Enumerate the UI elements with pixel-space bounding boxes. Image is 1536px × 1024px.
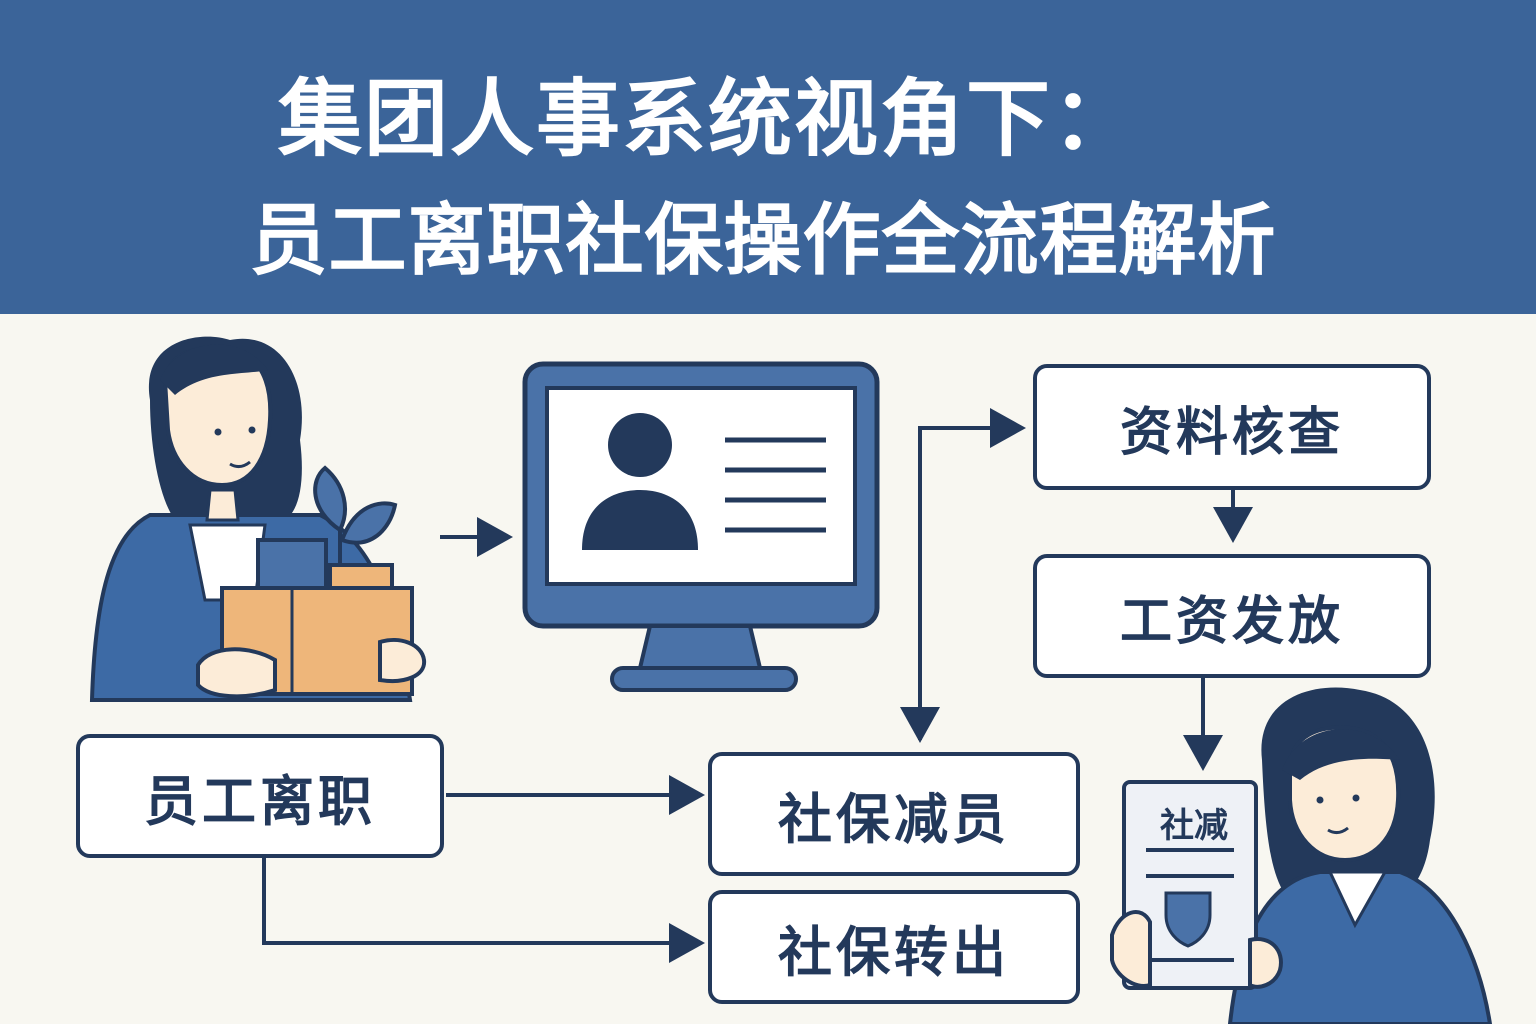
title-line-2: 员工离职社保操作全流程解析 [249, 196, 1277, 286]
document-card [1122, 780, 1258, 990]
arrow-resign-to-transfer [262, 858, 705, 963]
step-transfer-label: 社保转出 [778, 920, 1010, 984]
header-banner: 集团人事系统视角下： 员工离职社保操作全流程解析 [0, 0, 1536, 314]
step-transfer-box: 社保转出 [708, 890, 1080, 1004]
monitor-profile-icon [522, 361, 880, 692]
flow-connectors [262, 408, 1253, 963]
step-resign-box: 员工离职 [76, 734, 444, 858]
employee-with-box-icon [89, 336, 427, 702]
step-reduce-box: 社保减员 [708, 752, 1080, 876]
document-title: 社减 [1160, 806, 1228, 846]
step-verify-box: 资料核查 [1033, 364, 1431, 490]
shield-icon [1164, 891, 1212, 948]
step-verify-label: 资料核查 [1119, 402, 1344, 463]
step-salary-box: 工资发放 [1033, 554, 1431, 678]
hr-staff-with-document-icon [1110, 687, 1493, 1024]
plant-icon [313, 465, 398, 570]
title-line-1: 集团人事系统视角下： [277, 70, 1138, 168]
step-salary-label: 工资发放 [1119, 591, 1344, 652]
step-reduce-label: 社保减员 [778, 787, 1010, 851]
arrow-to-verify [918, 408, 1026, 740]
step-resign-label: 员工离职 [144, 769, 376, 833]
